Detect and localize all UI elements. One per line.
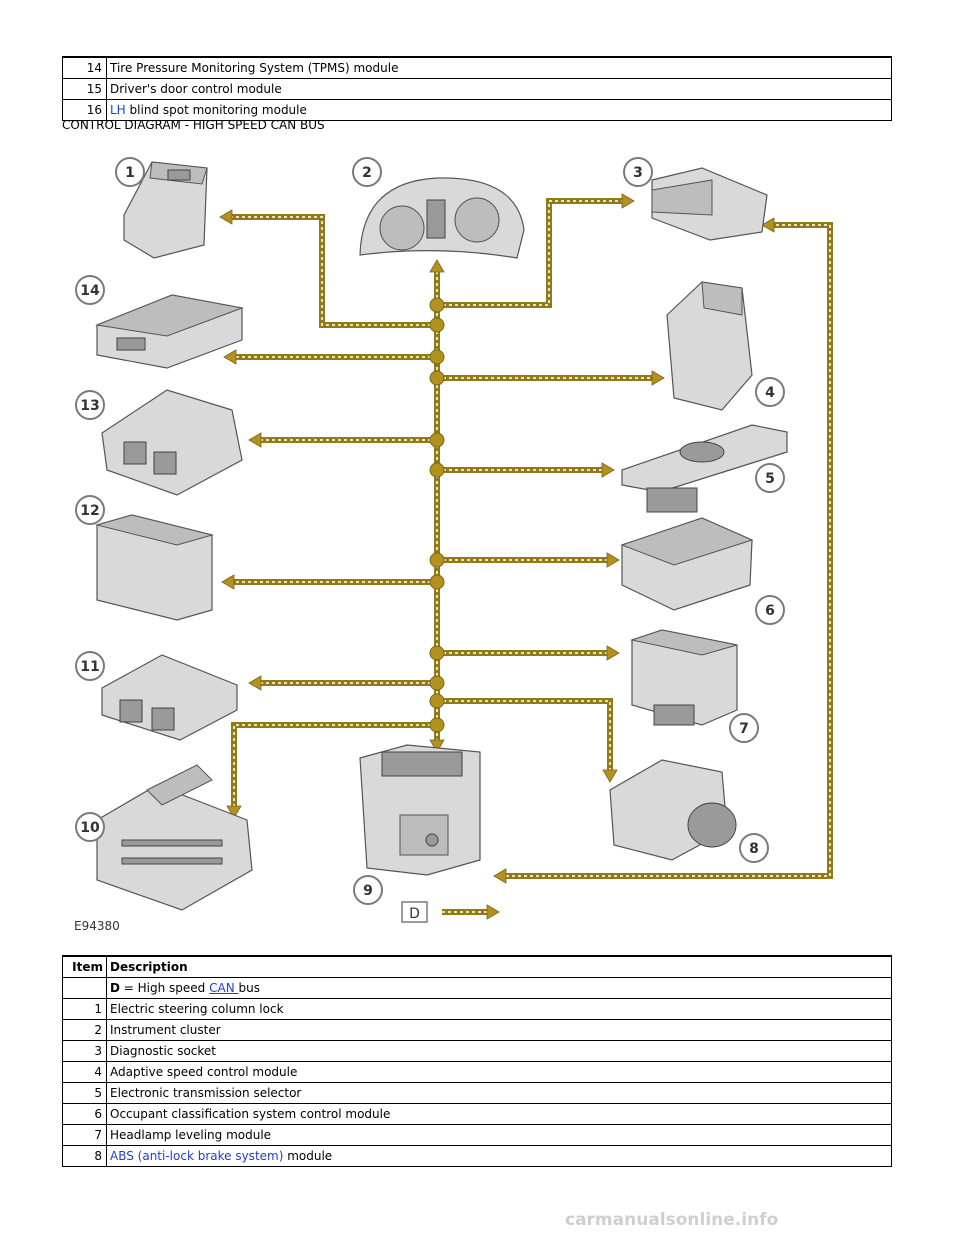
item-description: Driver's door control module (106, 78, 892, 100)
callout-9: 9 (353, 875, 383, 905)
svg-text:5: 5 (765, 471, 775, 487)
module-3-diagnostic-socket (651, 167, 768, 241)
svg-text:10: 10 (80, 820, 100, 836)
item-description-text: blind spot monitoring module (125, 103, 307, 117)
module-5-transmission-selector (621, 424, 788, 513)
module-6-occupant-classification (620, 517, 754, 611)
module-14-tpms (95, 294, 244, 369)
module-13 (101, 389, 243, 496)
module-10-transmission (96, 764, 253, 911)
svg-text:12: 12 (80, 503, 99, 519)
item-number: 6 (62, 1103, 107, 1125)
figure-id: E94380 (74, 919, 120, 933)
item-description: Tire Pressure Monitoring System (TPMS) m… (106, 56, 892, 79)
item-description: Diagnostic socket (106, 1040, 892, 1062)
callout-6: 6 (755, 595, 785, 625)
module-2-instrument-cluster (359, 177, 525, 259)
item-number: 4 (62, 1061, 107, 1083)
table-row: 5 Electronic transmission selector (62, 1082, 892, 1104)
callout-7: 7 (729, 713, 759, 743)
svg-text:6: 6 (765, 603, 775, 619)
legend-key: D (110, 981, 120, 995)
svg-text:8: 8 (749, 841, 759, 857)
item-number: 1 (62, 998, 107, 1020)
svg-text:4: 4 (765, 385, 775, 401)
item-description: Electronic transmission selector (106, 1082, 892, 1104)
svg-text:11: 11 (80, 659, 99, 675)
table-row: 8 ABS (anti-lock brake system) module (62, 1145, 892, 1167)
callout-10: 10 (75, 812, 105, 842)
item-description-text: module (283, 1149, 333, 1163)
item-description: Electric steering column lock (106, 998, 892, 1020)
module-4-adaptive-speed (666, 281, 753, 411)
svg-text:13: 13 (80, 398, 99, 414)
svg-text:14: 14 (80, 283, 100, 299)
item-number: 2 (62, 1019, 107, 1041)
table-row: 7 Headlamp leveling module (62, 1124, 892, 1146)
callout-1: 1 (115, 157, 145, 187)
legend-description: D = High speed CAN bus (106, 977, 892, 999)
module-7-headlamp-leveling (630, 629, 738, 726)
legend-eq: = High speed (119, 981, 210, 995)
table-row: 15 Driver's door control module (62, 78, 892, 100)
svg-text:D: D (409, 906, 420, 922)
item-description-table: Item Description D = High speed CAN bus … (62, 955, 892, 1167)
item-number: 16 (62, 99, 107, 121)
table-row: 1 Electric steering column lock (62, 998, 892, 1020)
table-row: 16 LH blind spot monitoring module (62, 99, 892, 121)
item-number: 7 (62, 1124, 107, 1146)
legend-key-d: D (401, 901, 428, 923)
can-link[interactable]: CAN (209, 981, 239, 995)
svg-text:9: 9 (363, 883, 373, 899)
table-row: 4 Adaptive speed control module (62, 1061, 892, 1083)
svg-text:3: 3 (633, 165, 643, 181)
table-row: 6 Occupant classification system control… (62, 1103, 892, 1125)
callout-4: 4 (755, 377, 785, 407)
description-column-header: Description (106, 955, 892, 978)
item-number: 14 (62, 56, 107, 79)
table-row: 3 Diagnostic socket (62, 1040, 892, 1062)
item-description: Instrument cluster (106, 1019, 892, 1041)
module-12 (95, 514, 214, 621)
callout-3: 3 (623, 157, 653, 187)
item-description: Headlamp leveling module (106, 1124, 892, 1146)
module-11 (101, 654, 238, 741)
item-description: Occupant classification system control m… (106, 1103, 892, 1125)
lh-link[interactable]: LH (110, 103, 126, 117)
can-bus-diagram: 1 2 3 4 5 6 7 8 9 10 11 12 13 14 D E9438… (74, 157, 833, 933)
callout-13: 13 (75, 390, 105, 420)
watermark: carmanualsonline.info (565, 1210, 779, 1230)
svg-text:7: 7 (739, 721, 749, 737)
table-header-row: Item Description (62, 955, 892, 978)
section-heading: CONTROL DIAGRAM - HIGH SPEED CAN BUS (62, 118, 325, 132)
table-row: 14 Tire Pressure Monitoring System (TPMS… (62, 56, 892, 79)
item-number: 3 (62, 1040, 107, 1062)
item-description: ABS (anti-lock brake system) module (106, 1145, 892, 1167)
item-column-header: Item (62, 955, 107, 978)
item-number: 5 (62, 1082, 107, 1104)
callout-5: 5 (755, 463, 785, 493)
legend-tail: bus (238, 981, 260, 995)
module-9-ecm (359, 744, 481, 876)
module-8-abs (609, 759, 737, 861)
svg-text:1: 1 (125, 165, 135, 181)
top-parts-table: 14 Tire Pressure Monitoring System (TPMS… (62, 56, 892, 121)
svg-text:2: 2 (362, 165, 372, 181)
callout-14: 14 (75, 275, 105, 305)
table-row: 2 Instrument cluster (62, 1019, 892, 1041)
item-number: 15 (62, 78, 107, 100)
callout-8: 8 (739, 833, 769, 863)
callout-2: 2 (352, 157, 382, 187)
abs-link[interactable]: ABS (anti-lock brake system) (110, 1149, 284, 1163)
bus-nodes (429, 297, 445, 733)
bus-arrows (219, 193, 775, 920)
item-number: 8 (62, 1145, 107, 1167)
table-row: D = High speed CAN bus (62, 977, 892, 999)
item-description: LH blind spot monitoring module (106, 99, 892, 121)
callout-11: 11 (75, 651, 105, 681)
item-description: Adaptive speed control module (106, 1061, 892, 1083)
module-1-steering-lock (123, 161, 208, 259)
callout-12: 12 (75, 495, 105, 525)
bus-lines (227, 198, 833, 915)
